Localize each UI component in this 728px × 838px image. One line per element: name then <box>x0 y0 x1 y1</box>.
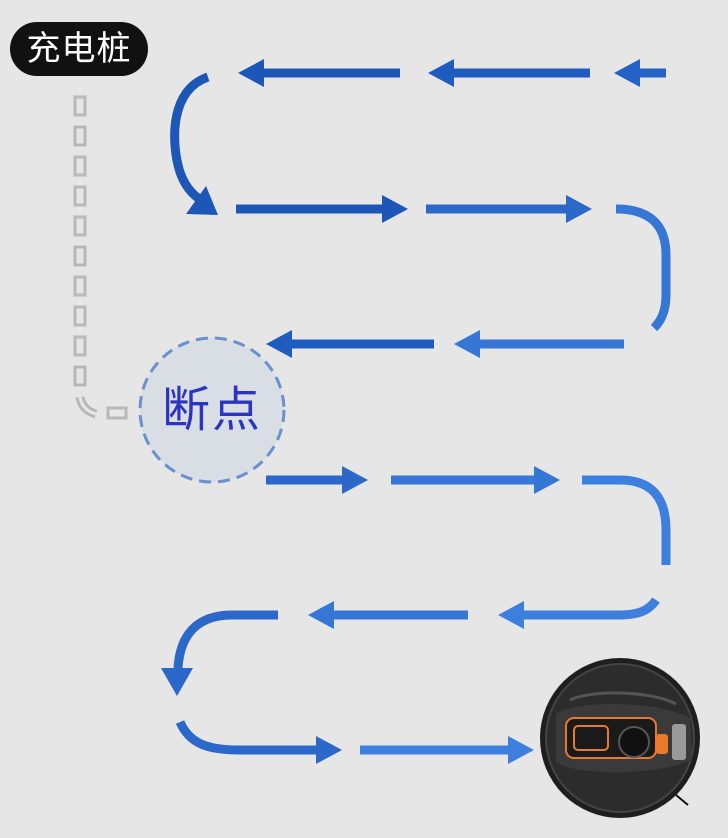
arrow-right-icon <box>316 736 342 764</box>
arrow-left-icon <box>454 330 480 358</box>
path-arrowheads <box>161 59 640 764</box>
cleaning-path <box>170 68 671 755</box>
arrow-right-icon <box>508 736 534 764</box>
arrow-left-icon <box>238 59 264 87</box>
arrow-left-icon <box>266 330 292 358</box>
arrow-down-icon <box>161 668 193 696</box>
arrow-right-icon <box>534 466 560 494</box>
robot-vacuum-icon <box>540 658 700 818</box>
breakpoint-label: 断点 <box>161 382 262 438</box>
arrow-right-icon <box>382 195 408 223</box>
arrow-right-icon <box>342 466 368 494</box>
arrow-left-icon <box>498 601 524 629</box>
charging-dock-label: 充电桩 <box>10 22 148 76</box>
arrow-left-icon <box>428 59 454 87</box>
return-path <box>73 95 128 420</box>
arrow-left-icon <box>308 601 334 629</box>
arrow-down-icon <box>186 186 218 215</box>
arrow-left-icon <box>614 59 640 87</box>
breakpoint-marker <box>138 336 286 484</box>
arrow-right-icon <box>566 195 592 223</box>
